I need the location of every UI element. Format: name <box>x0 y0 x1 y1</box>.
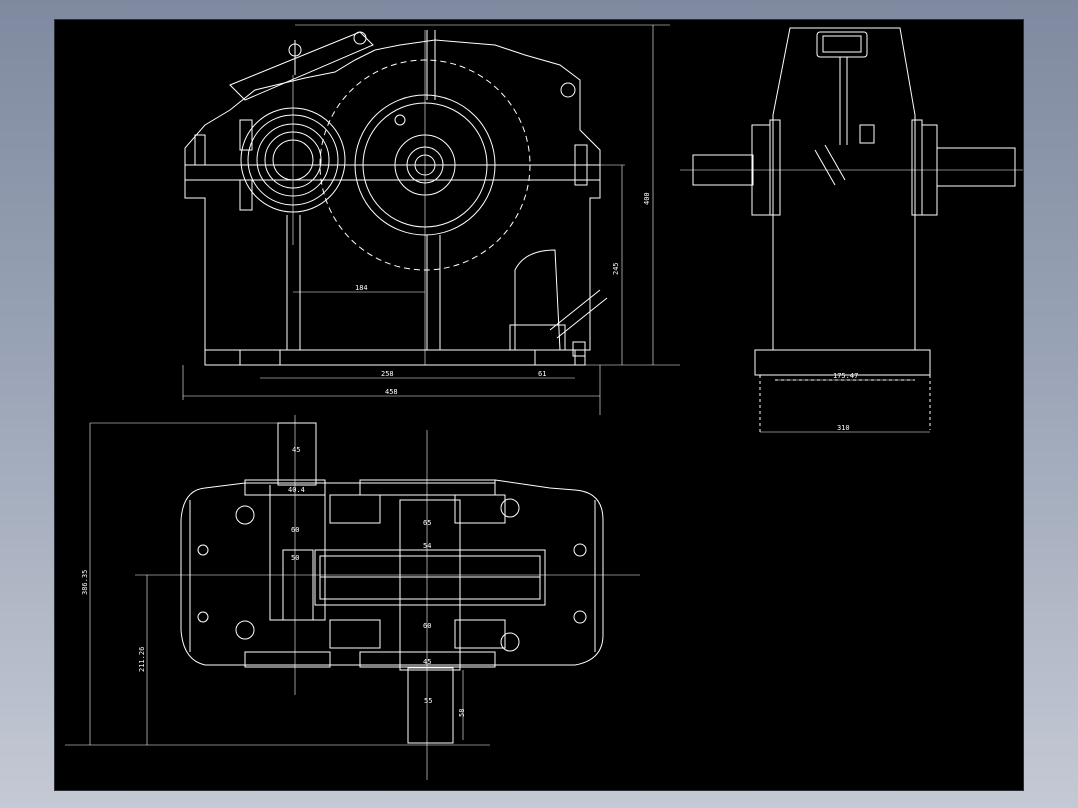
dim-plan-total-height: 386.35 <box>81 570 89 595</box>
dim-plan-small-1: 60 <box>291 526 299 534</box>
dim-front-center-distance: 184 <box>355 284 368 292</box>
dim-front-base-offset: 61 <box>538 370 546 378</box>
dim-plan-small-4: 54 <box>423 542 431 550</box>
dimension-labels: 400 245 184 258 61 458 175.47 310 386.35… <box>81 192 858 717</box>
dim-side-base-width: 310 <box>837 424 850 432</box>
dim-plan-input-shaft: 45 <box>292 446 300 454</box>
dim-plan-small-6: 45 <box>423 658 431 666</box>
dim-front-center-height: 245 <box>612 262 620 275</box>
dim-front-overall-length: 458 <box>385 388 398 396</box>
dim-plan-output-shaft: 55 <box>424 697 432 705</box>
dim-plan-small-5: 60 <box>423 622 431 630</box>
side-view <box>680 27 1023 435</box>
cad-drawing: 400 245 184 258 61 458 175.47 310 386.35… <box>65 24 1023 780</box>
dim-plan-input-bearing: 40.4 <box>288 486 305 494</box>
plan-view <box>65 415 640 780</box>
drawing-sheet: 400 245 184 258 61 458 175.47 310 386.35… <box>55 20 1023 790</box>
dim-plan-output-length: 58 <box>458 709 466 717</box>
dim-plan-small-3: 65 <box>423 519 431 527</box>
dim-plan-center-height: 211.26 <box>138 647 146 672</box>
front-view <box>182 24 680 415</box>
dim-side-base-inner: 175.47 <box>833 372 858 380</box>
dim-front-overall-height: 400 <box>643 192 651 205</box>
dim-front-base-bolt-span: 258 <box>381 370 394 378</box>
dim-plan-small-2: 50 <box>291 554 299 562</box>
